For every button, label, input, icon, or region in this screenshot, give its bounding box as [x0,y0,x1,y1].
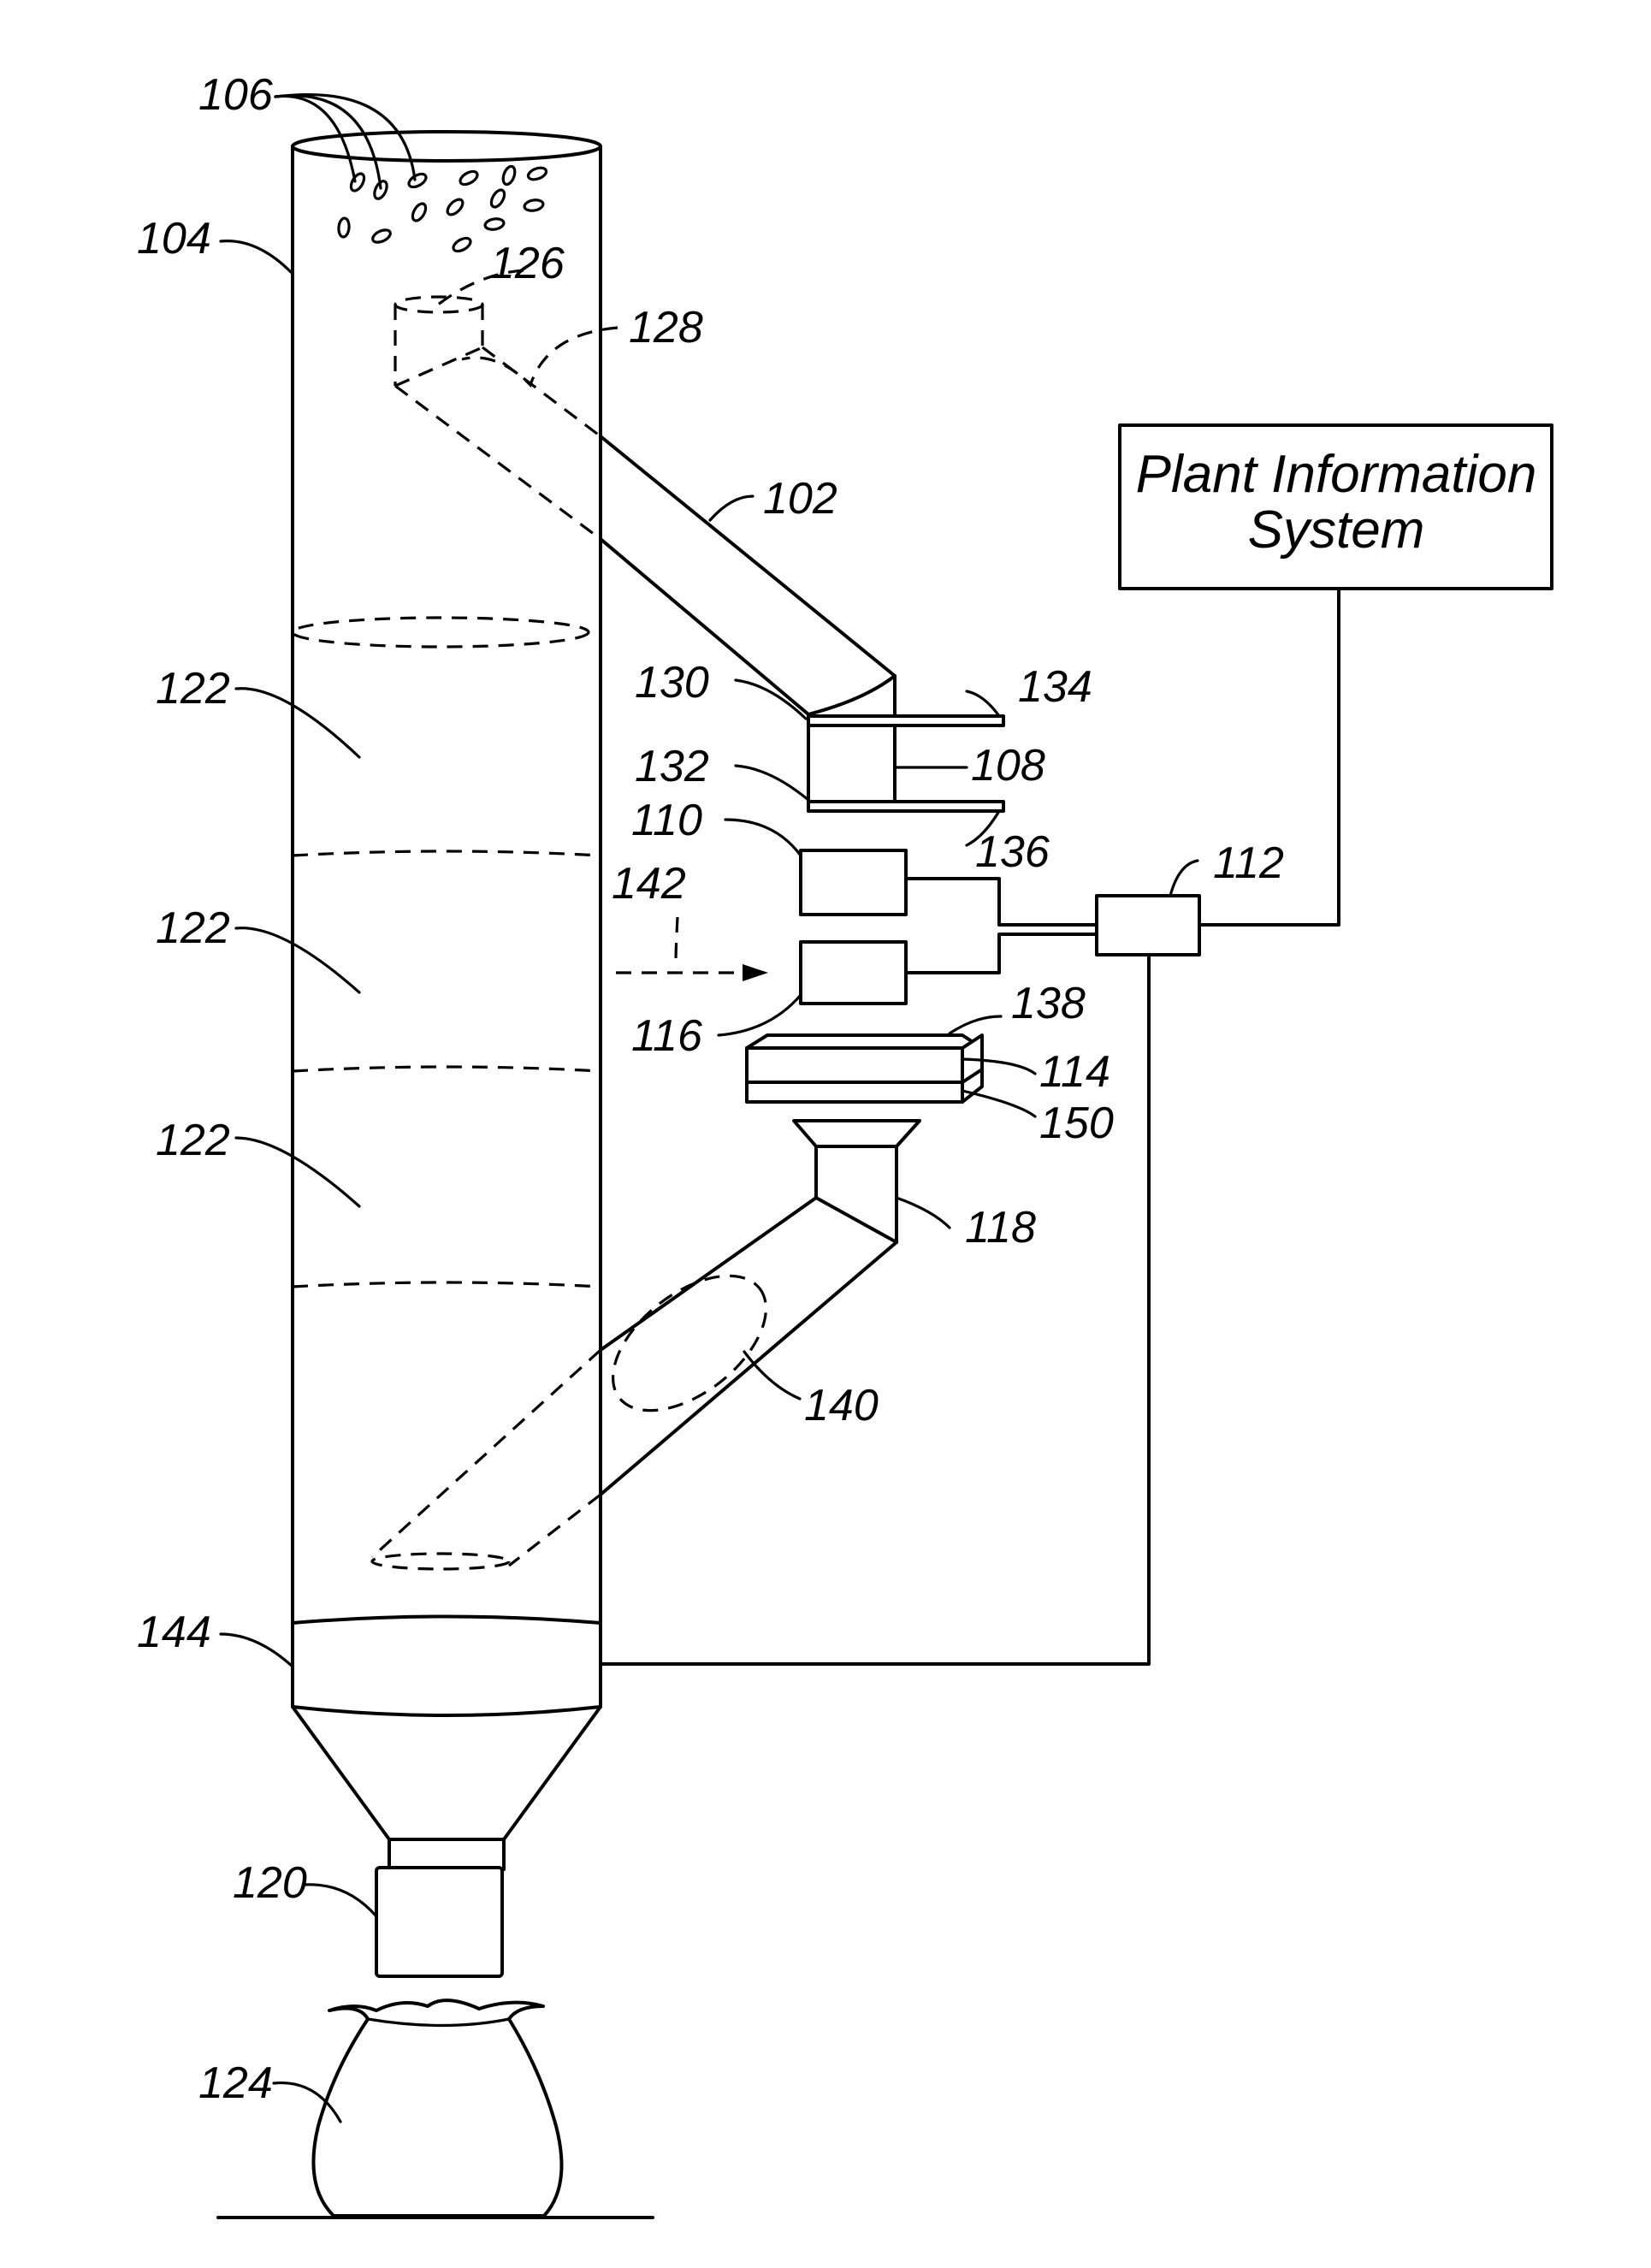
label-136: 136 [975,827,1050,877]
label-138: 138 [1011,979,1086,1028]
label-128: 128 [629,303,703,352]
pis-line1: Plant Information [1136,445,1537,504]
label-108: 108 [971,741,1045,791]
label-104: 104 [137,214,211,264]
label-118: 118 [965,1203,1036,1252]
detector-114 [747,1035,982,1102]
tank-104 [293,132,601,1839]
label-122-lower: 122 [156,1116,230,1165]
analyzer-116 [801,942,906,1004]
label-144: 144 [137,1608,211,1657]
label-130: 130 [635,658,709,708]
label-126: 126 [490,239,565,288]
label-132: 132 [635,742,709,791]
label-122-middle: 122 [156,903,230,953]
reference-labels: 106 104 126 128 102 130 134 132 108 110 … [137,70,1284,2108]
controller-112 [1097,896,1199,955]
label-114: 114 [1039,1047,1110,1097]
beam-arrow-142 [616,964,768,981]
label-112: 112 [1213,838,1284,888]
label-116: 116 [631,1011,702,1061]
label-150: 150 [1039,1098,1114,1148]
label-106: 106 [198,70,273,120]
plant-information-system-box: Plant Information System [1120,425,1552,589]
label-120: 120 [233,1858,307,1908]
return-chute-118 [372,1121,920,1569]
label-102: 102 [763,474,837,524]
level-zones-122 [293,618,601,1287]
pis-line2: System [1248,500,1425,560]
analyzer-110 [801,850,906,915]
label-140: 140 [804,1381,879,1430]
collection-bag-124 [218,2000,653,2218]
label-122-upper: 122 [156,664,230,714]
label-134: 134 [1018,662,1092,712]
label-142: 142 [612,859,686,909]
label-124: 124 [198,2058,273,2108]
signal-wiring [601,589,1339,1664]
label-110: 110 [631,796,702,845]
outlet-valve-120 [376,1839,504,1976]
